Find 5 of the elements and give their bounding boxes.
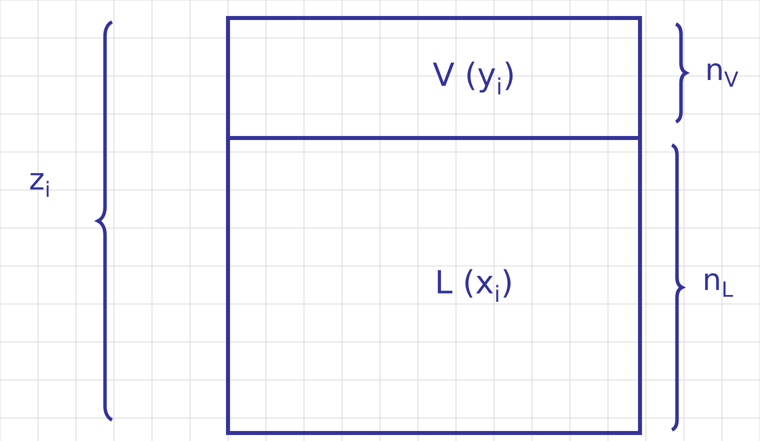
block-box: V (y$_{i}$): [226, 16, 642, 140]
block-box: L (x$_{i}$): [226, 136, 642, 435]
brace-label: n$_{V}$: [708, 63, 738, 87]
brace-label: z$_{i}$: [30, 173, 49, 197]
brace-label: n$_{L}$: [705, 273, 733, 297]
